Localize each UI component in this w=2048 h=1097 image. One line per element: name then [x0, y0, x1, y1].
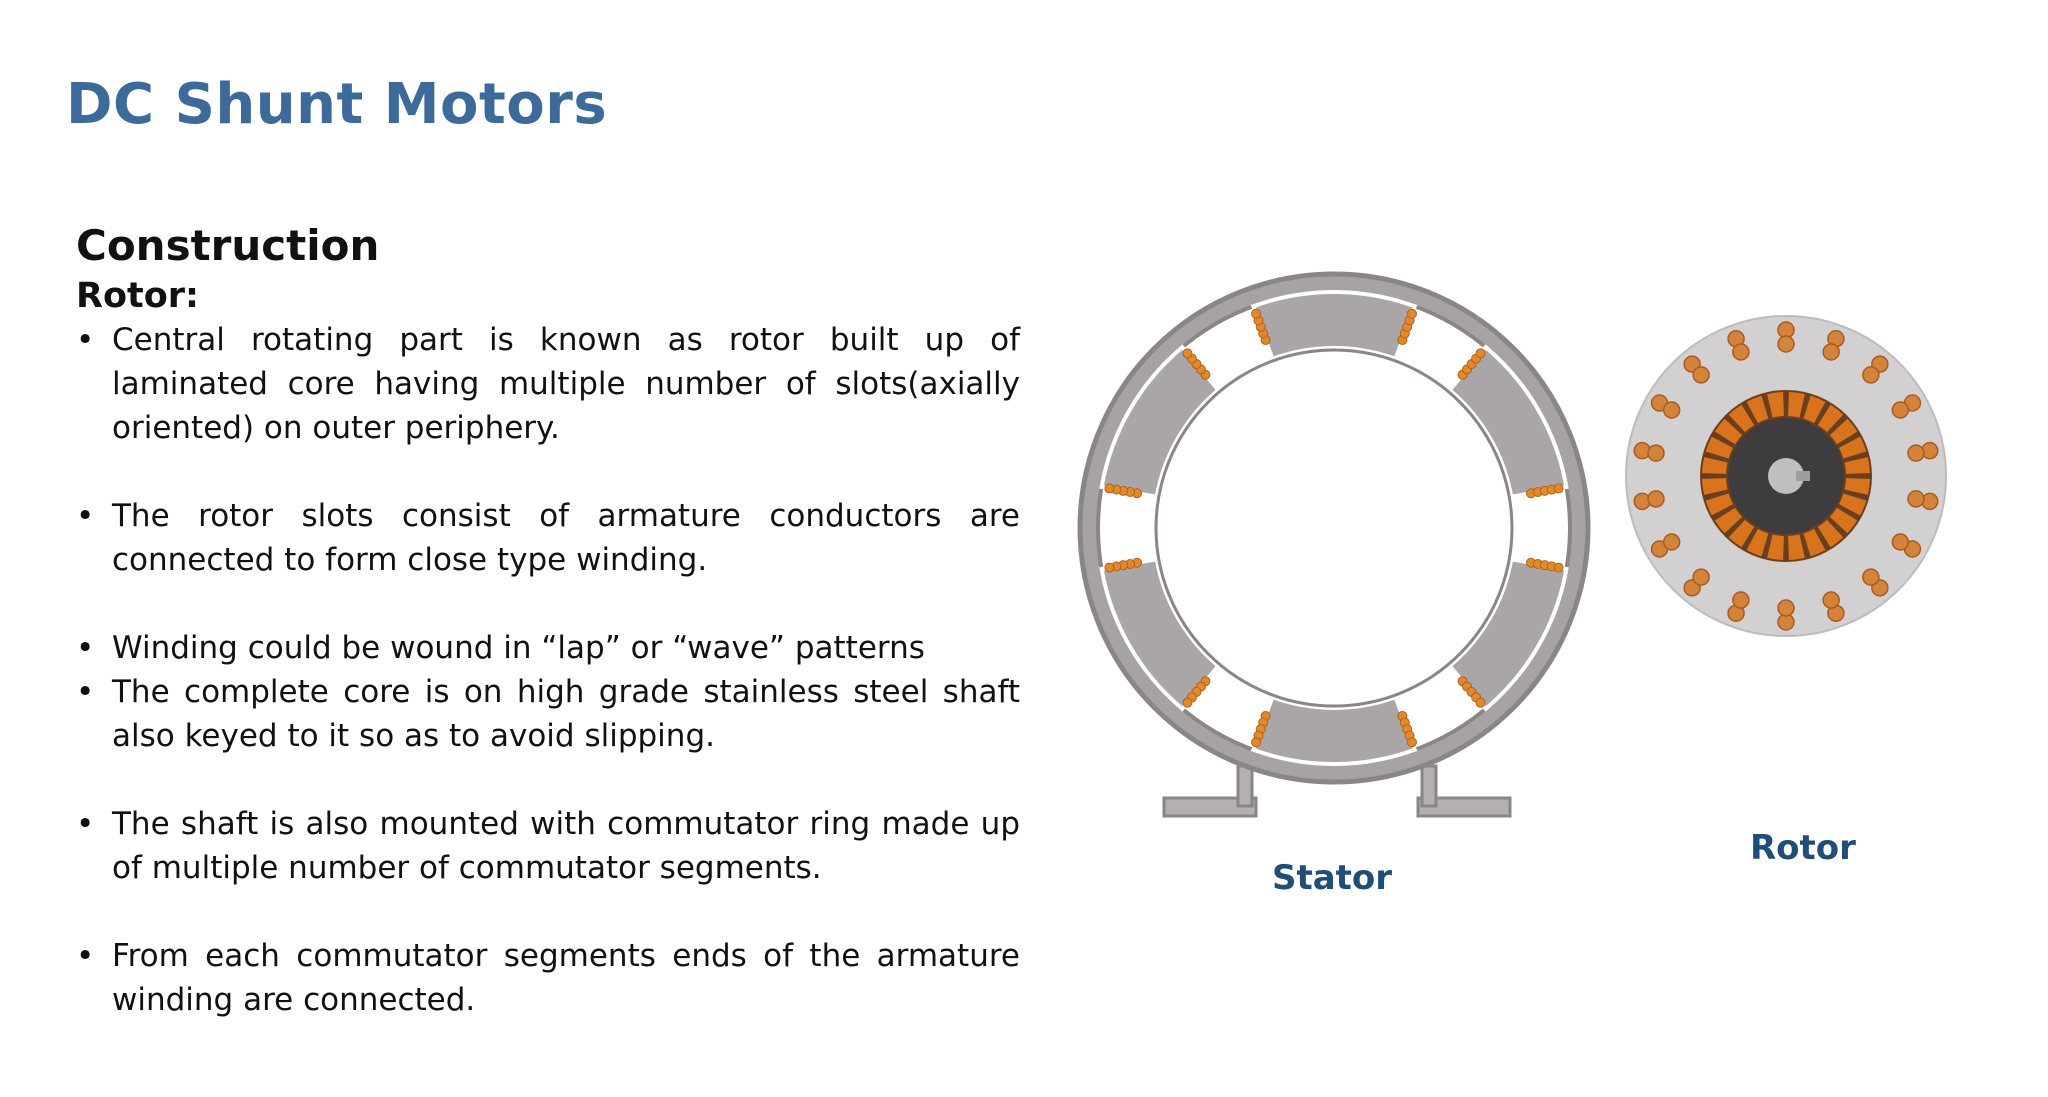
rotor-conductor [1822, 343, 1840, 361]
stator-winding-conductor [1182, 697, 1193, 708]
commutator-segment [1714, 418, 1743, 445]
bullet-item: Winding could be wound in “lap” or “wave… [76, 626, 1020, 670]
commutator-segment [1803, 395, 1826, 424]
rotor-conductor [1777, 335, 1795, 353]
stator-illustration [1077, 271, 1591, 818]
commutator-segment [1767, 392, 1784, 418]
commutator-segment [1728, 404, 1755, 433]
stator-winding-conductor [1251, 308, 1262, 319]
commutator-segment [1838, 436, 1867, 459]
rotor-conductor [1732, 591, 1750, 609]
bullet-item: Central rotating part is known as rotor … [76, 318, 1020, 450]
commutator-segment [1728, 519, 1755, 548]
stator-winding-conductor [1553, 562, 1564, 573]
stator-winding-conductor [1104, 562, 1115, 573]
commutator-segment [1702, 457, 1728, 474]
bullet-item: From each commutator segments ends of th… [76, 934, 1020, 1022]
rotor-conductor [1692, 366, 1710, 384]
rotor-conductor [1907, 490, 1925, 508]
commutator-segment [1702, 478, 1728, 495]
rotor-conductor [1662, 533, 1681, 551]
commutator-segment [1803, 528, 1826, 557]
rotor-subheading: Rotor: [76, 276, 200, 316]
rotor-conductor [1862, 366, 1880, 384]
bullet-item: The shaft is also mounted with commutato… [76, 802, 1020, 890]
rotor-label: Rotor [1750, 828, 1856, 868]
commutator-segment [1829, 418, 1858, 445]
stator-winding-conductor [1406, 737, 1417, 748]
rotor-conductor [1822, 591, 1840, 609]
stator-foot-left-post [1236, 764, 1254, 808]
commutator-segment [1746, 395, 1769, 424]
commutator-segment [1838, 493, 1867, 516]
rotor-key [1796, 471, 1810, 481]
stator-winding-conductor [1251, 737, 1262, 748]
rotor-conductor [1777, 599, 1795, 617]
rotor-conductor [1891, 401, 1910, 419]
rotor-illustration [1625, 315, 1947, 637]
stator-winding-conductor [1475, 697, 1486, 708]
commutator-segment [1788, 534, 1805, 560]
motor-diagram: Stator Rotor [1060, 250, 1980, 930]
rotor-shaft-hub [1768, 458, 1804, 494]
rotor-conductor [1647, 490, 1665, 508]
commutator-segment [1746, 528, 1769, 557]
bullet-item: The complete core is on high grade stain… [76, 670, 1020, 758]
rotor-conductor [1647, 444, 1665, 462]
rotor-conductor [1732, 343, 1750, 361]
commutator-segment [1817, 519, 1844, 548]
section-heading: Construction [76, 221, 380, 270]
commutator-segment [1844, 478, 1870, 495]
stator-winding-conductor [1182, 348, 1193, 359]
bullet-list: Central rotating part is known as rotor … [76, 318, 1020, 1022]
commutator-segment [1844, 457, 1870, 474]
rotor-conductor [1662, 401, 1681, 419]
commutator-segment [1829, 507, 1858, 534]
commutator-segment [1705, 493, 1734, 516]
rotor-conductor [1862, 568, 1880, 586]
commutator-segment [1788, 392, 1805, 418]
bullet-item: The rotor slots consist of armature cond… [76, 494, 1020, 582]
rotor-conductor [1907, 444, 1925, 462]
construction-section: Construction Rotor: Central rotating par… [76, 218, 1020, 1022]
rotor-conductor [1692, 568, 1710, 586]
stator-bore [1154, 348, 1514, 708]
commutator-segment [1714, 507, 1743, 534]
stator-foot-right [1416, 796, 1512, 818]
commutator-segment [1705, 436, 1734, 459]
stator-winding-conductor [1406, 308, 1417, 319]
rotor-conductor [1891, 533, 1910, 551]
stator-foot-right-post [1420, 764, 1438, 808]
stator-winding-conductor [1104, 483, 1115, 494]
stator-winding-conductor [1553, 483, 1564, 494]
commutator-segment [1767, 534, 1784, 560]
stator-label: Stator [1272, 858, 1393, 898]
stator-foot-left [1162, 796, 1258, 818]
stator-winding-conductor [1475, 348, 1486, 359]
slide-title: DC Shunt Motors [66, 72, 608, 137]
commutator-segment [1817, 404, 1844, 433]
